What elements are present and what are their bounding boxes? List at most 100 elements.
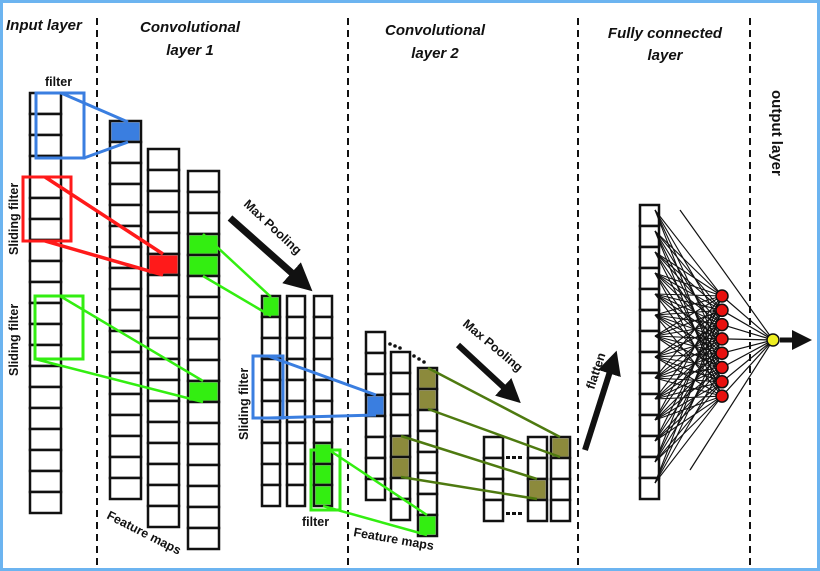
fc-connection — [654, 338, 723, 484]
dot — [398, 346, 402, 350]
header-conv1-line2: layer 1 — [166, 42, 214, 59]
cell — [312, 399, 334, 424]
output-connection — [721, 339, 774, 397]
fc-neuron — [715, 303, 729, 318]
cell — [285, 294, 307, 319]
cell — [312, 315, 334, 340]
fc-connection — [654, 293, 723, 297]
pool2-olive-cell — [529, 480, 546, 499]
cell — [186, 400, 221, 425]
fc-connection — [654, 335, 723, 354]
cell — [526, 498, 549, 523]
cell — [312, 336, 334, 361]
cell — [146, 420, 181, 445]
cell — [638, 266, 661, 291]
dot — [512, 456, 516, 459]
cell — [186, 484, 221, 509]
cell — [28, 406, 63, 431]
fc-neuron — [715, 317, 729, 332]
fc-neuron — [715, 346, 729, 360]
cell — [146, 504, 181, 529]
sliding-filter-label-red: Sliding filter — [7, 183, 21, 255]
pool-link — [202, 274, 272, 318]
cell — [28, 196, 63, 221]
cell — [638, 308, 661, 333]
cell — [108, 350, 143, 375]
cell — [186, 463, 221, 488]
cell — [28, 175, 63, 200]
green-filter-link — [34, 357, 204, 404]
cell — [285, 420, 307, 445]
cell — [146, 441, 181, 466]
header-conv1-line1: Convolutional — [140, 19, 241, 36]
cell — [186, 358, 221, 383]
sliding-filter-label-green: Sliding filter — [7, 304, 21, 376]
header-fc-line1: Fully connected — [608, 25, 723, 42]
cell — [260, 462, 282, 487]
conv2-olive-cell — [419, 369, 436, 388]
conv1-map-2 — [146, 147, 181, 529]
fully-connected-network — [654, 209, 780, 484]
dot — [388, 342, 392, 346]
green-filter-link — [59, 294, 204, 383]
cell — [186, 421, 221, 446]
cell — [28, 364, 63, 389]
cell — [186, 190, 221, 215]
cell — [389, 392, 412, 417]
fc-neuron — [715, 360, 729, 375]
green-filter-link-2 — [322, 444, 428, 517]
blue-filter-link-2 — [267, 413, 377, 420]
header-fc-line2: layer — [647, 47, 683, 64]
max-pooling-label-1: Max Pooling — [241, 197, 304, 257]
fc-connection — [654, 272, 723, 297]
cell — [638, 287, 661, 312]
cell — [28, 217, 63, 242]
cell — [285, 441, 307, 466]
fc-connection — [654, 251, 723, 297]
fc-connection — [654, 293, 723, 326]
cell — [28, 385, 63, 410]
layer-separators — [96, 18, 751, 568]
fc-connection — [654, 367, 723, 442]
cell — [638, 350, 661, 375]
cell — [108, 455, 143, 480]
cell — [108, 287, 143, 312]
cell — [389, 413, 412, 438]
cell — [482, 477, 505, 502]
fc-connection — [654, 338, 723, 442]
cell — [28, 448, 63, 473]
pool2-link — [427, 407, 561, 459]
fc-connection — [654, 352, 723, 463]
cell — [638, 476, 661, 501]
conv2-green-cell — [419, 516, 436, 535]
output-connection — [721, 295, 774, 341]
output-connection — [721, 339, 774, 354]
pool1-map-2 — [285, 294, 307, 508]
output-connection — [721, 339, 774, 383]
pool1-green-cell — [263, 297, 279, 316]
dot — [506, 512, 510, 515]
cell — [549, 498, 572, 523]
pool2-map-3 — [549, 435, 572, 523]
fc-neuron — [715, 289, 729, 303]
fc-connection — [654, 295, 723, 316]
dot — [422, 360, 426, 364]
fc-connection — [654, 209, 723, 297]
fc-connection — [654, 251, 723, 325]
conv2-olive-cell — [392, 458, 409, 477]
output-connection — [721, 338, 774, 341]
fc-connection — [654, 395, 723, 442]
cell — [260, 483, 282, 508]
cell — [260, 420, 282, 445]
fc-connection — [654, 338, 723, 400]
cell — [638, 203, 661, 228]
fc-neuron — [715, 389, 729, 403]
cell — [28, 259, 63, 284]
pool2-link — [400, 434, 538, 481]
cell — [549, 456, 572, 481]
cell — [312, 294, 334, 319]
cell — [146, 462, 181, 487]
cell — [146, 378, 181, 403]
cell — [285, 483, 307, 508]
